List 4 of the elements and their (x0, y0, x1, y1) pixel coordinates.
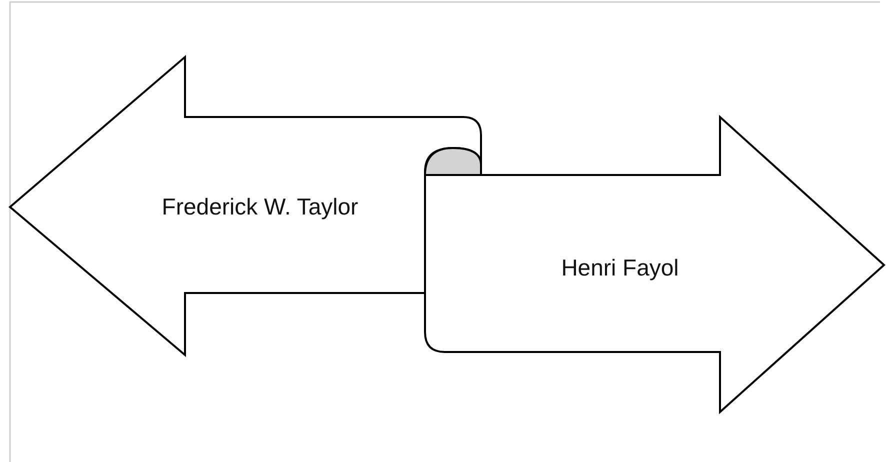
right-arrow-shape (423, 115, 886, 414)
left-arrow-shape (8, 55, 484, 357)
node-label: Frederick W. Taylor (162, 194, 358, 220)
node-label: Henri Fayol (561, 254, 679, 282)
